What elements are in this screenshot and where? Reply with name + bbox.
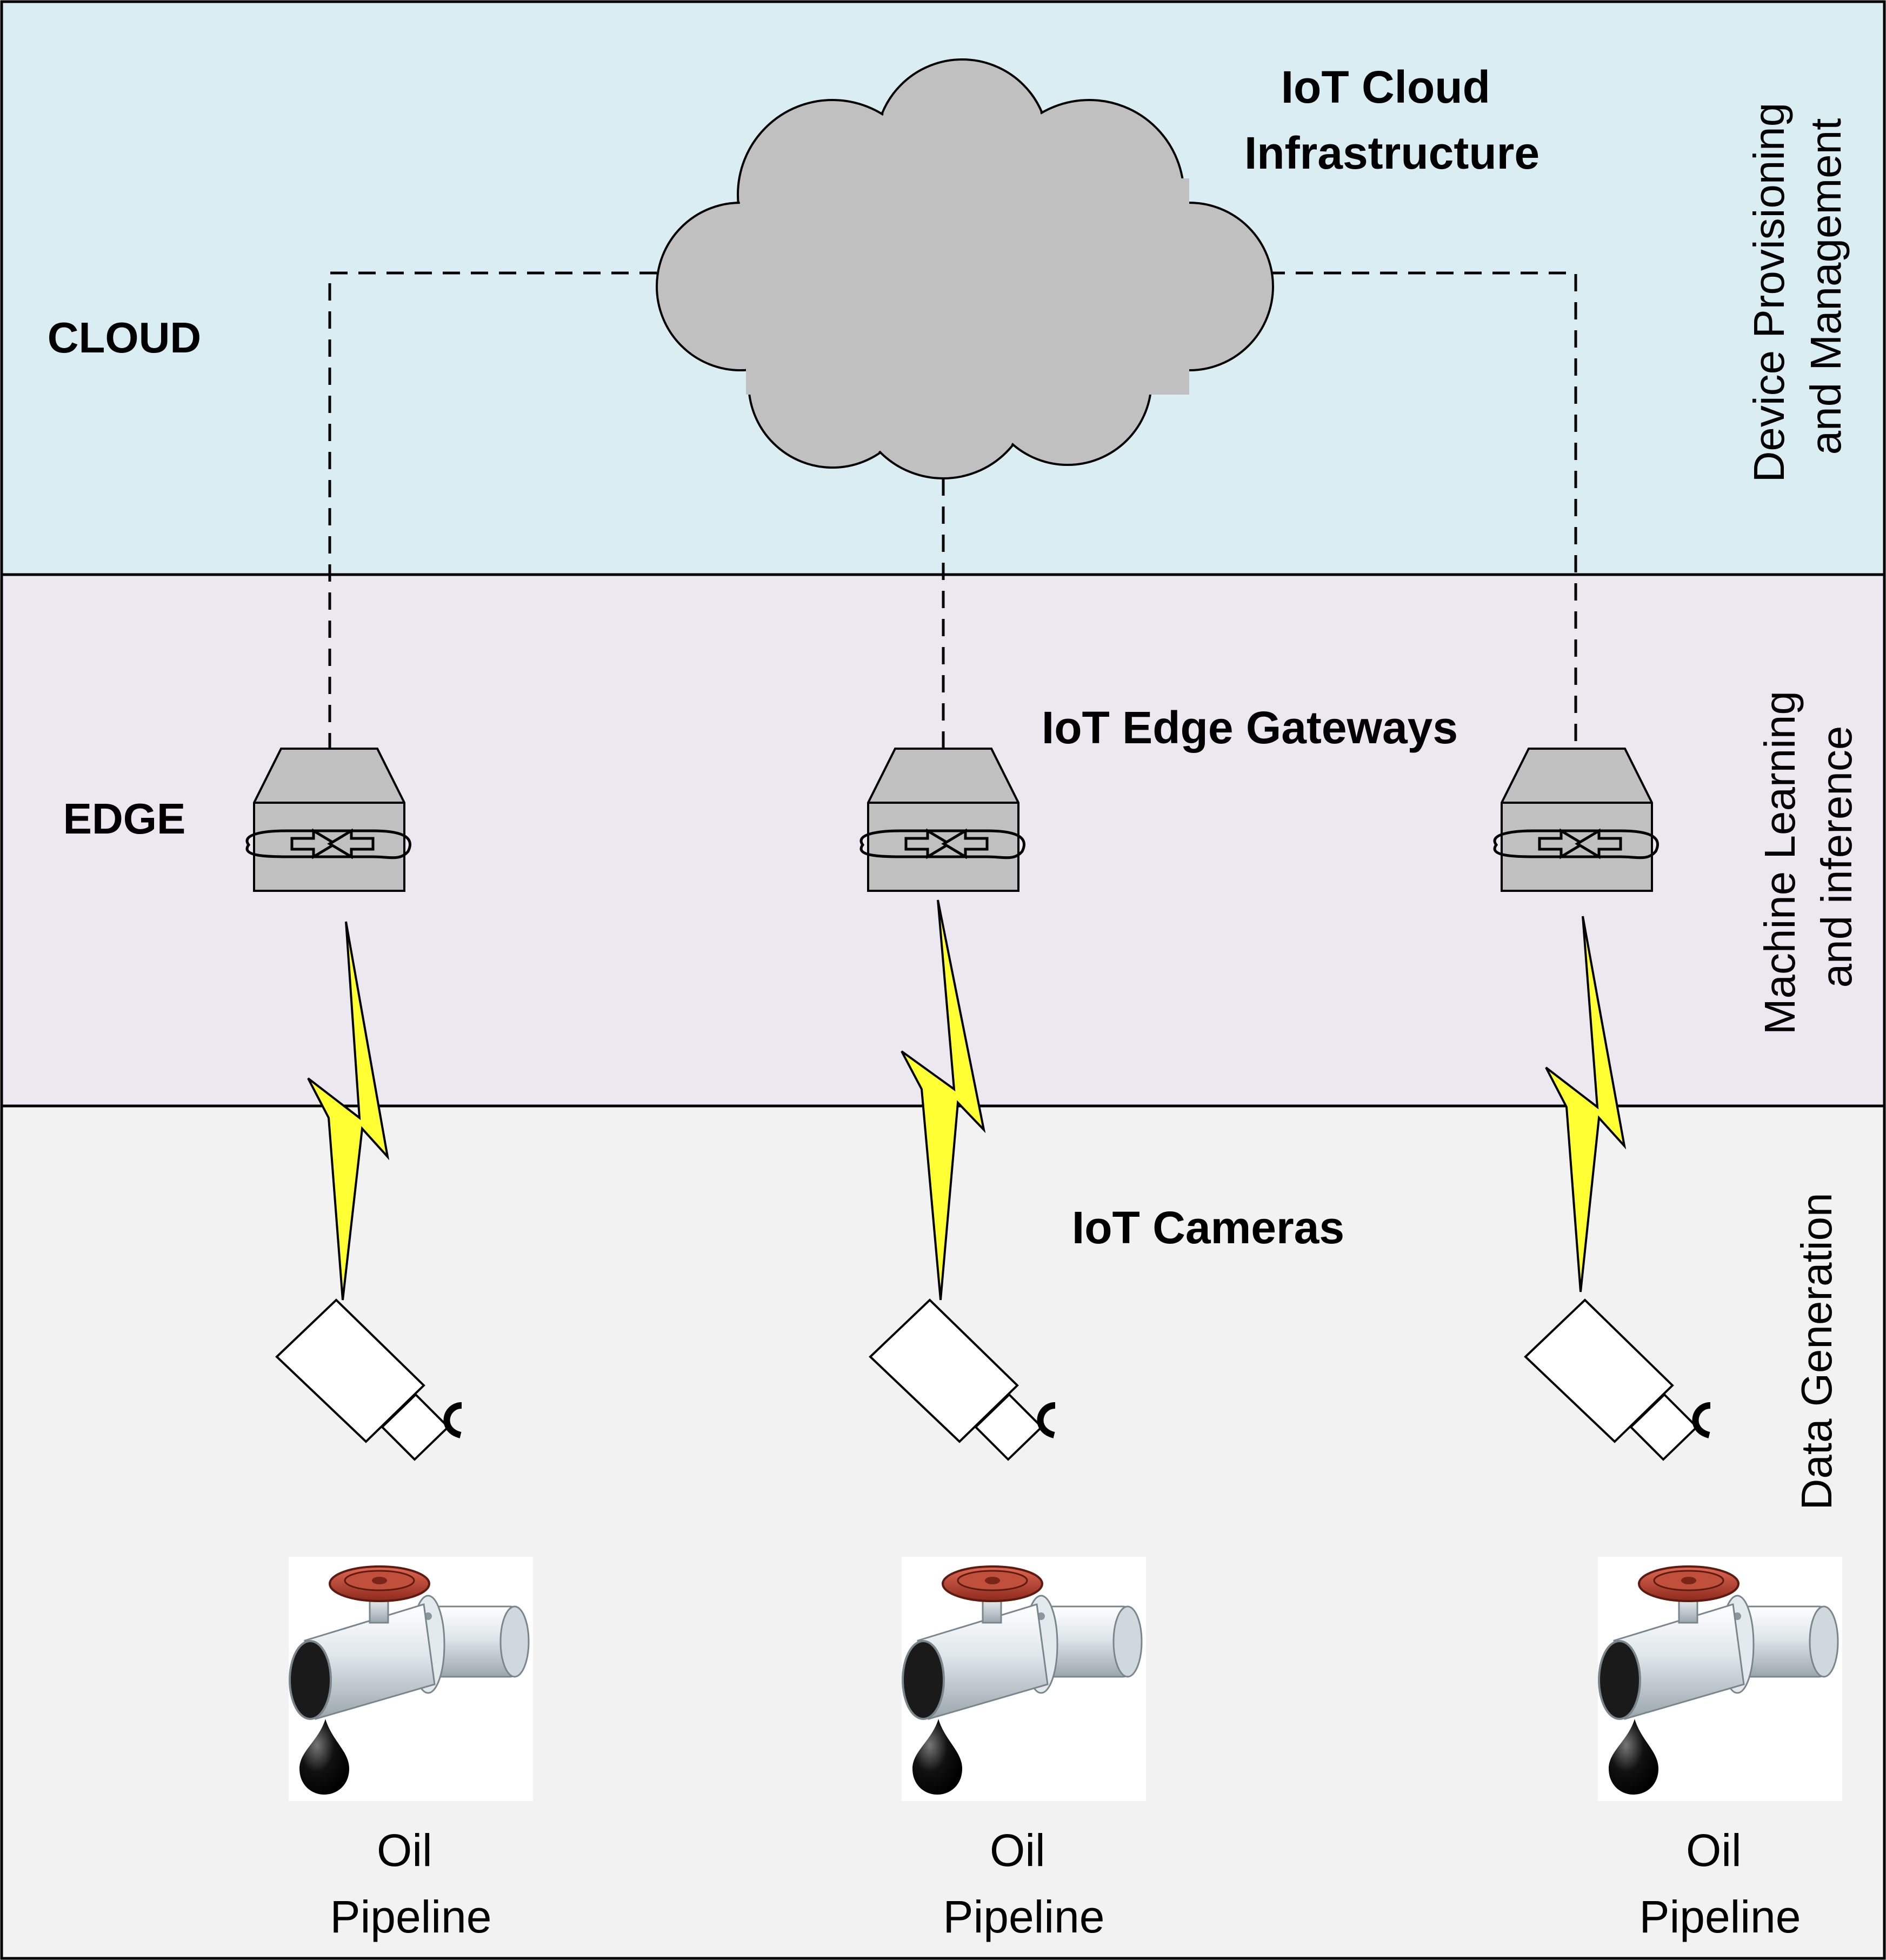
- side-label-cloud: Device Provisioning and Management: [1745, 91, 1850, 483]
- oil-pipeline-valve-icon-3: [1598, 1557, 1842, 1801]
- gateway-3: [1493, 748, 1659, 892]
- gateways-title: IoT Edge Gateways: [1042, 702, 1458, 753]
- cloud-fill-cover: [658, 61, 1271, 477]
- cloud-title: IoT Cloud Infrastructure: [1244, 62, 1540, 178]
- lightning-bolt-icon-1: [307, 921, 390, 1301]
- camera-icon-1: [275, 1298, 462, 1461]
- pipeline-label-3: Oil Pipeline: [1640, 1825, 1801, 1942]
- cameras-title: IoT Cameras: [1072, 1202, 1344, 1253]
- dashed-link-right: [1268, 271, 1577, 749]
- gateway-1: [245, 748, 411, 892]
- lightning-bolt-icon-2: [901, 899, 986, 1301]
- pipeline-label-2: Oil Pipeline: [943, 1825, 1105, 1942]
- lightning-bolt-icon-3: [1545, 916, 1627, 1292]
- layer-label-edge: EDGE: [63, 795, 186, 843]
- side-label-data: Data Generation: [1792, 1192, 1841, 1510]
- wired-links: [328, 271, 1577, 749]
- side-label-edge: Machine Learning and inference: [1756, 679, 1861, 1035]
- gateway-2: [859, 748, 1025, 892]
- oil-pipeline-valve-icon-2: [902, 1557, 1146, 1801]
- pipeline-label-1: Oil Pipeline: [330, 1825, 492, 1942]
- layer-label-cloud: CLOUD: [48, 314, 201, 362]
- camera-icon-3: [1524, 1298, 1711, 1461]
- oil-pipeline-valve-icon-1: [289, 1557, 533, 1801]
- camera-icon-2: [869, 1298, 1056, 1461]
